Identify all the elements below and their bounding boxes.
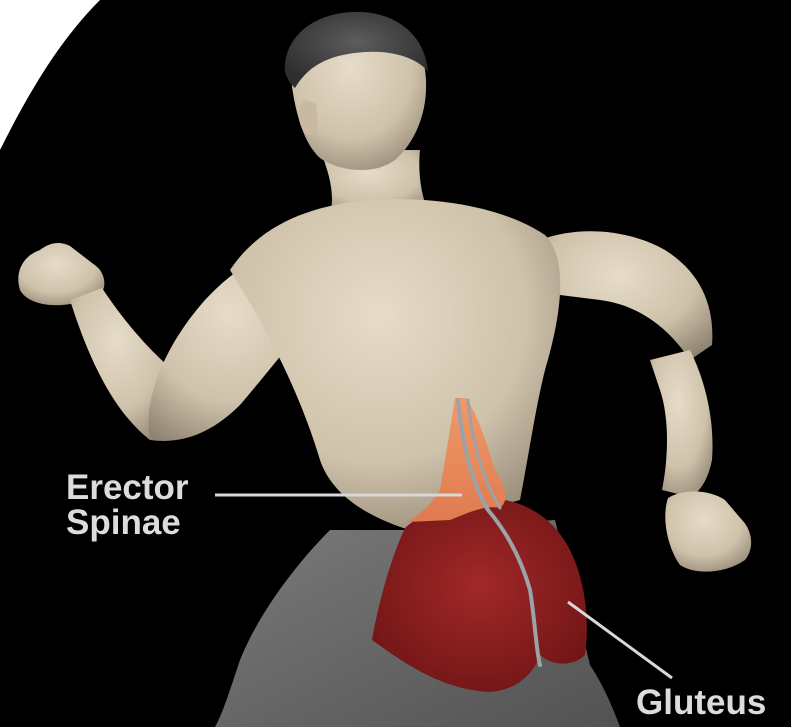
gluteus-label: Gluteus [636, 686, 766, 720]
erector-spinae-label-line1: Erector [66, 471, 189, 505]
erector-spinae-label-line2: Spinae [66, 506, 181, 540]
